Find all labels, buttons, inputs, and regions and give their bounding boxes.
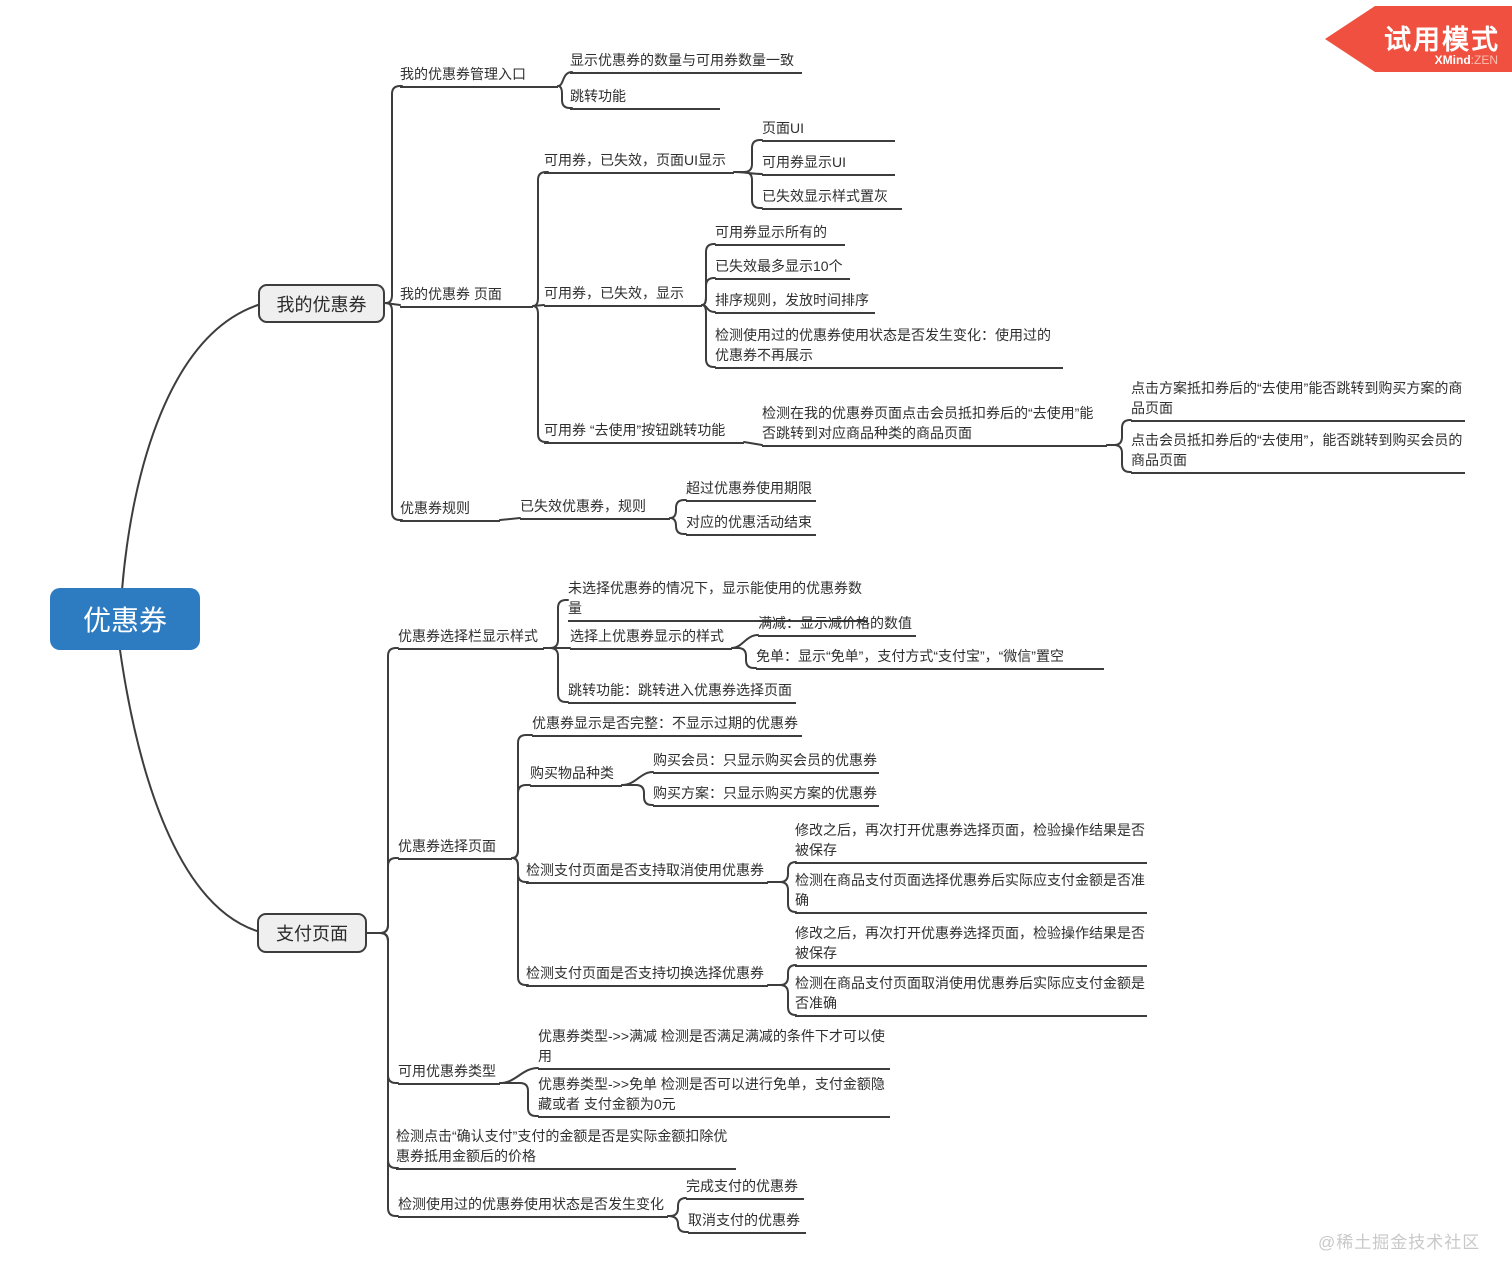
topic-ui-available[interactable]: 可用券显示UI (762, 152, 895, 176)
topic-rule-activity-end[interactable]: 对应的优惠活动结束 (686, 512, 816, 536)
topic-page-display[interactable]: 可用券，已失效，显示 (544, 283, 702, 307)
topic-select-bar-style[interactable]: 优惠券选择栏显示样式 (398, 626, 544, 650)
topic-used-cancel[interactable]: 取消支付的优惠券 (688, 1210, 806, 1234)
topic-cancel-saved[interactable]: 修改之后，再次打开优惠券选择页面，检验操作结果是否被保存 (795, 820, 1147, 864)
topic-entry-count[interactable]: 显示优惠券的数量与可用券数量一致 (570, 50, 802, 74)
topic-rule-over-limit[interactable]: 超过优惠券使用期限 (686, 478, 816, 502)
trial-ribbon-shape (1325, 6, 1512, 72)
topic-display-sort[interactable]: 排序规则，发放时间排序 (715, 290, 875, 314)
topic-expired-rules[interactable]: 已失效优惠券，规则 (520, 496, 670, 520)
topic-ui-page[interactable]: 页面UI (762, 118, 895, 142)
topic-cancel-coupon-check[interactable]: 检测支付页面是否支持取消使用优惠券 (526, 860, 768, 884)
topic-page-ui[interactable]: 可用券，已失效，页面UI显示 (544, 150, 734, 174)
topic-select-complete[interactable]: 优惠券显示是否完整：不显示过期的优惠券 (532, 713, 802, 737)
topic-my-page[interactable]: 我的优惠券 页面 (400, 284, 533, 308)
community-watermark: @稀土掘金技术社区 (1318, 1233, 1481, 1252)
topic-item-plan[interactable]: 购买方案：只显示购买方案的优惠券 (653, 783, 879, 807)
topic-ui-expired-gray[interactable]: 已失效显示样式置灰 (762, 186, 902, 210)
topic-check-plan-jump[interactable]: 点击方案抵扣券后的“去使用”能否跳转到购买方案的商品页面 (1131, 378, 1465, 422)
topic-bar-no-select[interactable]: 未选择优惠券的情况下，显示能使用的优惠券数量 (568, 578, 868, 622)
topic-item-type[interactable]: 购买物品种类 (530, 763, 622, 787)
topic-coupon-rules[interactable]: 优惠券规则 (400, 498, 500, 522)
topic-type-miandan[interactable]: 优惠券类型->>免单 检测是否可以进行免单，支付金额隐藏或者 支付金额为0元 (538, 1074, 890, 1118)
topic-root-coupon[interactable]: 优惠券 (50, 588, 200, 650)
topic-style-miandan[interactable]: 免单：显示“免单”，支付方式“支付宝”，“微信”置空 (756, 646, 1104, 670)
trial-mode-badge[interactable]: 试用模式 XMind:ZEN (1325, 6, 1512, 72)
topic-select-page[interactable]: 优惠券选择页面 (398, 836, 512, 860)
topic-display-used-state[interactable]: 检测使用过的优惠券使用状态是否发生变化：使用过的优惠券不再展示 (715, 325, 1063, 369)
topic-used-state-check[interactable]: 检测使用过的优惠券使用状态是否发生变化 (398, 1194, 668, 1218)
topic-cancel-amount[interactable]: 检测在商品支付页面选择优惠券后实际应支付金额是否准确 (795, 870, 1147, 914)
trial-mode-label: 试用模式 (1384, 25, 1500, 55)
topic-check-member-jump[interactable]: 点击会员抵扣券后的“去使用”，能否跳转到购买会员的商品页面 (1131, 430, 1465, 474)
topic-switch-saved[interactable]: 修改之后，再次打开优惠券选择页面，检验操作结果是否被保存 (795, 923, 1147, 967)
topic-entry-jump[interactable]: 跳转功能 (570, 86, 720, 110)
topic-coupon-types[interactable]: 可用优惠券类型 (398, 1061, 500, 1085)
topic-confirm-pay-check[interactable]: 检测点击“确认支付”支付的金额是否是实际金额扣除优惠券抵用金额后的价格 (396, 1126, 736, 1170)
topic-switch-amount[interactable]: 检测在商品支付页面取消使用优惠券后实际应支付金额是否准确 (795, 973, 1147, 1017)
topic-type-manjian[interactable]: 优惠券类型->>满减 检测是否满足满减的条件下才可以使用 (538, 1026, 890, 1070)
topic-switch-coupon-check[interactable]: 检测支付页面是否支持切换选择优惠券 (526, 963, 768, 987)
topic-my-coupons[interactable]: 我的优惠券 (258, 284, 385, 323)
topic-bar-jump[interactable]: 跳转功能：跳转进入优惠券选择页面 (568, 680, 796, 704)
topic-used-done[interactable]: 完成支付的优惠券 (686, 1176, 804, 1200)
topic-display-all[interactable]: 可用券显示所有的 (715, 222, 845, 246)
xmind-zen-logo: XMind:ZEN (1434, 53, 1498, 67)
topic-style-manjian[interactable]: 满减：显示减价格的数值 (758, 613, 916, 637)
topic-use-button-check[interactable]: 检测在我的优惠券页面点击会员抵扣券后的“去使用”能否跳转到对应商品种类的商品页面 (762, 403, 1107, 447)
topic-bar-selected-style[interactable]: 选择上优惠券显示的样式 (570, 626, 732, 650)
topic-item-member[interactable]: 购买会员：只显示购买会员的优惠券 (653, 750, 879, 774)
topic-pay-page[interactable]: 支付页面 (257, 913, 367, 953)
topic-display-max10[interactable]: 已失效最多显示10个 (715, 256, 850, 280)
topic-use-button[interactable]: 可用券 “去使用”按钮跳转功能 (544, 420, 744, 444)
topic-my-entry[interactable]: 我的优惠券管理入口 (400, 64, 558, 88)
